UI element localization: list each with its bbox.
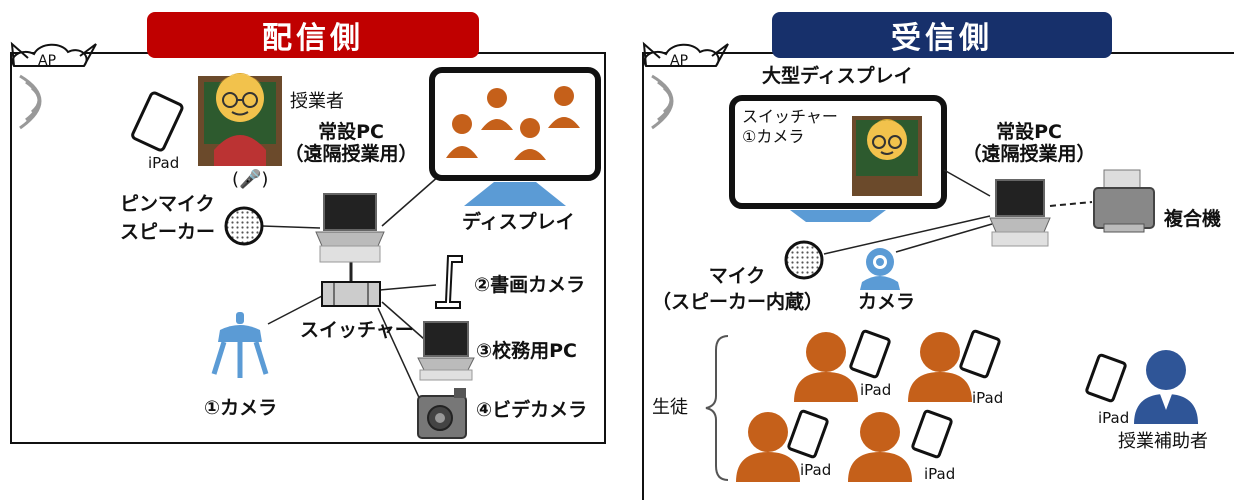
receiver-side-title: 受信側 (772, 12, 1112, 58)
right-ap-label: AP (670, 53, 689, 69)
printer-label: 複合機 (1164, 208, 1222, 230)
students-label: 生徒 (652, 397, 688, 418)
student-ipad-label-4: iPad (924, 465, 956, 483)
right-pc-label-line1: 常設PC (996, 121, 1062, 143)
pin-mic-label-line2: スピーカー (120, 220, 216, 243)
left-pc-label-line2: （遠隔授業用） (284, 142, 418, 165)
document-camera-label: ②書画カメラ (474, 274, 586, 296)
screen-text: スイッチャー ①カメラ (742, 107, 838, 147)
switcher-label: スイッチャー (300, 319, 414, 341)
school-pc-label: ③校務用PC (476, 340, 577, 362)
left-display-label: ディスプレイ (462, 211, 575, 233)
student-ipad-label-3: iPad (800, 461, 832, 479)
left-ap-label: AP (38, 53, 57, 69)
left-pc-label: 常設PC （遠隔授業用） (276, 121, 426, 166)
lapel-mic-icon: (🎤) (232, 169, 269, 190)
sender-side-title: 配信側 (147, 12, 479, 58)
pin-mic-label-line1: ピンマイク (120, 193, 215, 215)
student-ipad-label-2: iPad (972, 389, 1004, 407)
big-display-label: 大型ディスプレイ (762, 65, 913, 87)
camera1-label: ①カメラ (204, 397, 278, 419)
teacher-label: 授業者 (290, 91, 344, 112)
screen-text-line1: スイッチャー (742, 107, 838, 126)
video-camera-label: ④ビデカメラ (476, 399, 588, 421)
right-pc-label-line2: （遠隔授業用） (962, 142, 1096, 165)
assistant-ipad-label: iPad (1098, 409, 1130, 427)
screen-text-line2: ①カメラ (742, 127, 805, 147)
right-mic-label-line1: マイク (708, 265, 766, 287)
right-mic-label-line2: （スピーカー内蔵） (652, 290, 824, 313)
right-mic-label: マイク （スピーカー内蔵） (652, 265, 824, 314)
left-pc-label-line1: 常設PC (318, 121, 384, 143)
left-ipad-label: iPad (148, 154, 180, 172)
student-ipad-label-1: iPad (860, 381, 892, 399)
right-pc-label: 常設PC （遠隔授業用） (954, 121, 1104, 166)
pin-mic-speaker-label: ピンマイク スピーカー (120, 193, 216, 244)
right-camera-label: カメラ (858, 291, 916, 313)
assistant-label: 授業補助者 (1118, 431, 1208, 452)
